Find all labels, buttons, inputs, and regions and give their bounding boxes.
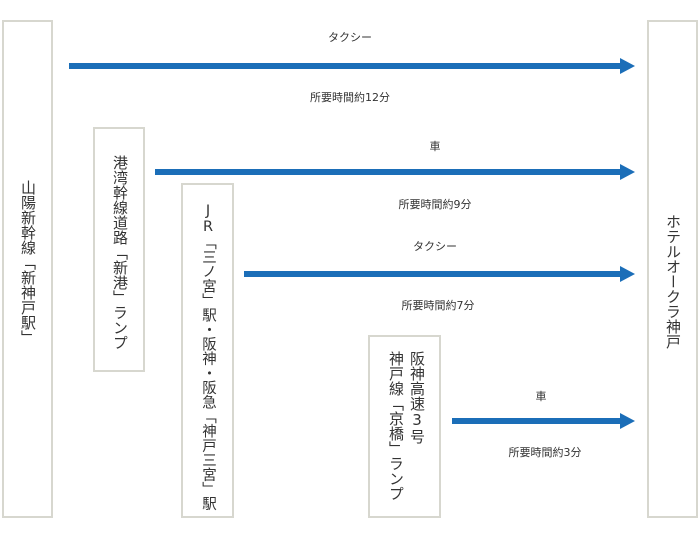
node-shinkobe-label: 山陽新幹線「新神戸駅」 [19,180,37,345]
node-shinkobe-station: 山陽新幹線「新神戸駅」 [2,20,53,518]
node-kyobashi-ramp: 阪神高速3号 神戸線「京橋」ランプ [368,335,441,518]
route-3-arrow [244,266,635,282]
node-kyobashi-label-col1: 阪神高速3号 [408,351,426,444]
route-3-time: 所要時間約7分 [401,299,475,312]
route-4-mode: 車 [535,390,547,403]
route-1-time: 所要時間約12分 [310,91,390,104]
node-sannomiya-label: JR「三ノ宮」駅・阪神・阪急「神戸三宮」駅 [200,203,216,511]
route-2-time: 所要時間約9分 [398,198,472,211]
route-1-mode: タクシー [328,31,372,44]
route-2-mode: 車 [429,140,441,153]
node-hotel-okura-kobe: ホテルオークラ神戸 [647,20,698,518]
node-shinko-ramp: 港湾幹線道路「新港」ランプ [93,127,145,372]
route-1-arrow [69,58,635,74]
route-4-time: 所要時間約3分 [508,446,582,459]
node-sannomiya-station: JR「三ノ宮」駅・阪神・阪急「神戸三宮」駅 [181,183,234,518]
node-kyobashi-label-col2: 神戸線「京橋」ランプ [387,351,405,501]
route-4-arrow [452,413,635,429]
node-shinko-ramp-label: 港湾幹線道路「新港」ランプ [111,155,129,350]
node-hotel-label: ホテルオークラ神戸 [664,214,682,349]
route-2-arrow [155,164,635,180]
route-3-mode: タクシー [413,240,457,253]
